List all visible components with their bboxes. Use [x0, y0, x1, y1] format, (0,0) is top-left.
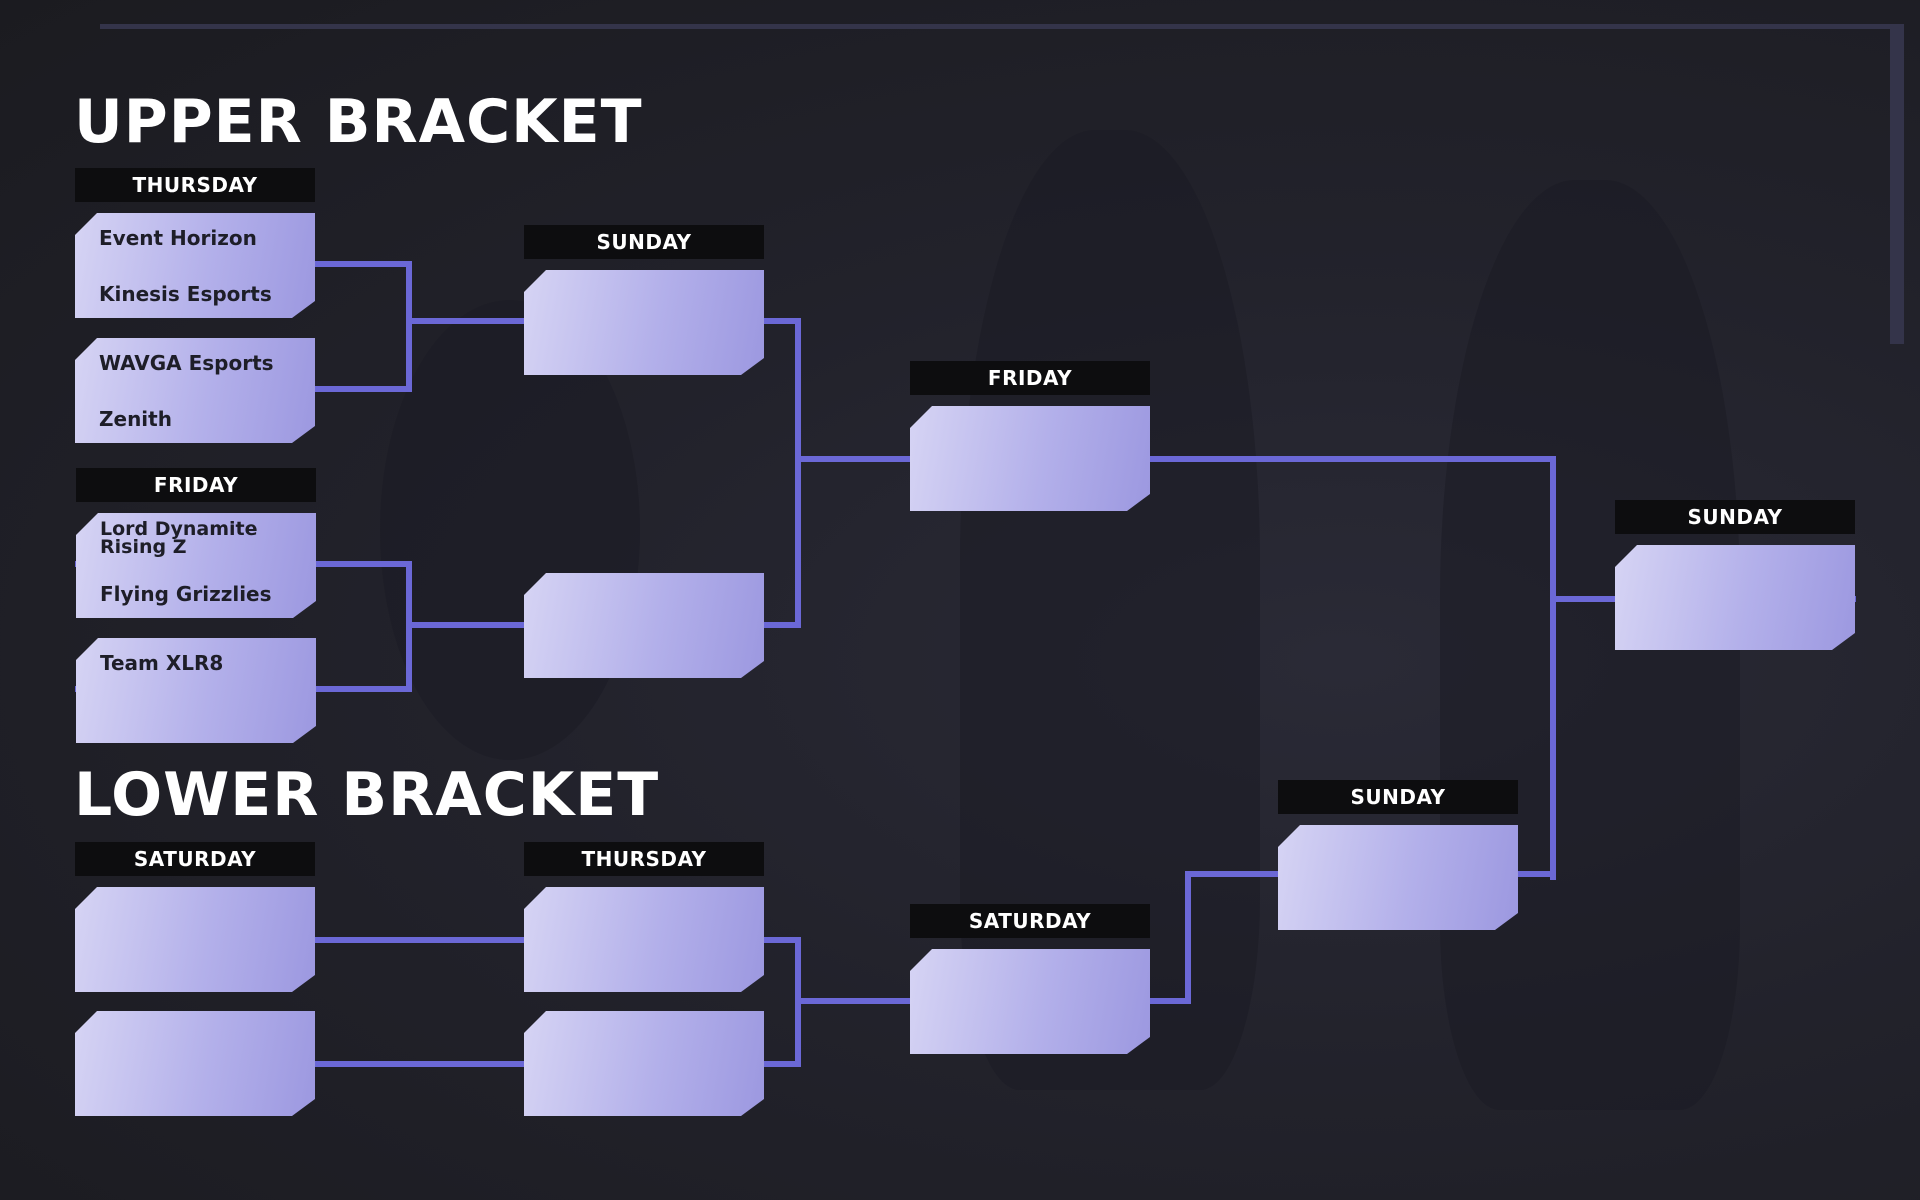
- connector: [75, 1061, 801, 1067]
- day-label: SUNDAY: [1278, 780, 1518, 814]
- connector: [75, 937, 801, 943]
- match-box[interactable]: Lord Dynamite Rising Z Flying Grizzlies: [76, 513, 316, 618]
- team-slot: Lord Dynamite Rising Z: [100, 518, 258, 558]
- match-box[interactable]: [910, 406, 1150, 511]
- day-label: FRIDAY: [76, 468, 316, 502]
- day-label: THURSDAY: [524, 842, 764, 876]
- match-box[interactable]: [1615, 545, 1855, 650]
- match-box[interactable]: [910, 949, 1150, 1054]
- connector: [1185, 871, 1191, 1004]
- connector: [795, 456, 1556, 462]
- match-box[interactable]: [1278, 825, 1518, 930]
- upper-bracket-heading: UPPER BRACKET: [74, 87, 643, 157]
- connector: [795, 318, 801, 628]
- character-silhouette-left: [960, 130, 1260, 1090]
- match-box[interactable]: [75, 1011, 315, 1116]
- lower-bracket-heading: LOWER BRACKET: [74, 760, 660, 830]
- connector: [406, 561, 412, 692]
- match-box[interactable]: [75, 887, 315, 992]
- team-slot: Kinesis Esports: [99, 282, 272, 306]
- day-label: THURSDAY: [75, 168, 315, 202]
- day-label: SATURDAY: [75, 842, 315, 876]
- match-box[interactable]: Event Horizon Kinesis Esports: [75, 213, 315, 318]
- match-box[interactable]: [524, 270, 764, 375]
- team-slot: Flying Grizzlies: [100, 582, 272, 606]
- frame-right-line: [1890, 24, 1904, 344]
- match-box[interactable]: [524, 1011, 764, 1116]
- connector: [795, 937, 801, 1067]
- team-slot: WAVGA Esports: [99, 351, 274, 375]
- team-slot: Event Horizon: [99, 226, 257, 250]
- match-box[interactable]: Team XLR8: [76, 638, 316, 743]
- day-label: FRIDAY: [910, 361, 1150, 395]
- match-box[interactable]: WAVGA Esports Zenith: [75, 338, 315, 443]
- creature-silhouette: [380, 300, 640, 760]
- day-label: SATURDAY: [910, 904, 1150, 938]
- team-slot: Zenith: [99, 407, 172, 431]
- connector: [406, 261, 412, 392]
- day-label: SUNDAY: [524, 225, 764, 259]
- day-label: SUNDAY: [1615, 500, 1855, 534]
- team-slot: Team XLR8: [100, 651, 224, 675]
- match-box[interactable]: [524, 887, 764, 992]
- connector: [1550, 456, 1556, 880]
- team-slot: [100, 699, 310, 739]
- frame-top-line: [100, 24, 1904, 29]
- match-box[interactable]: [524, 573, 764, 678]
